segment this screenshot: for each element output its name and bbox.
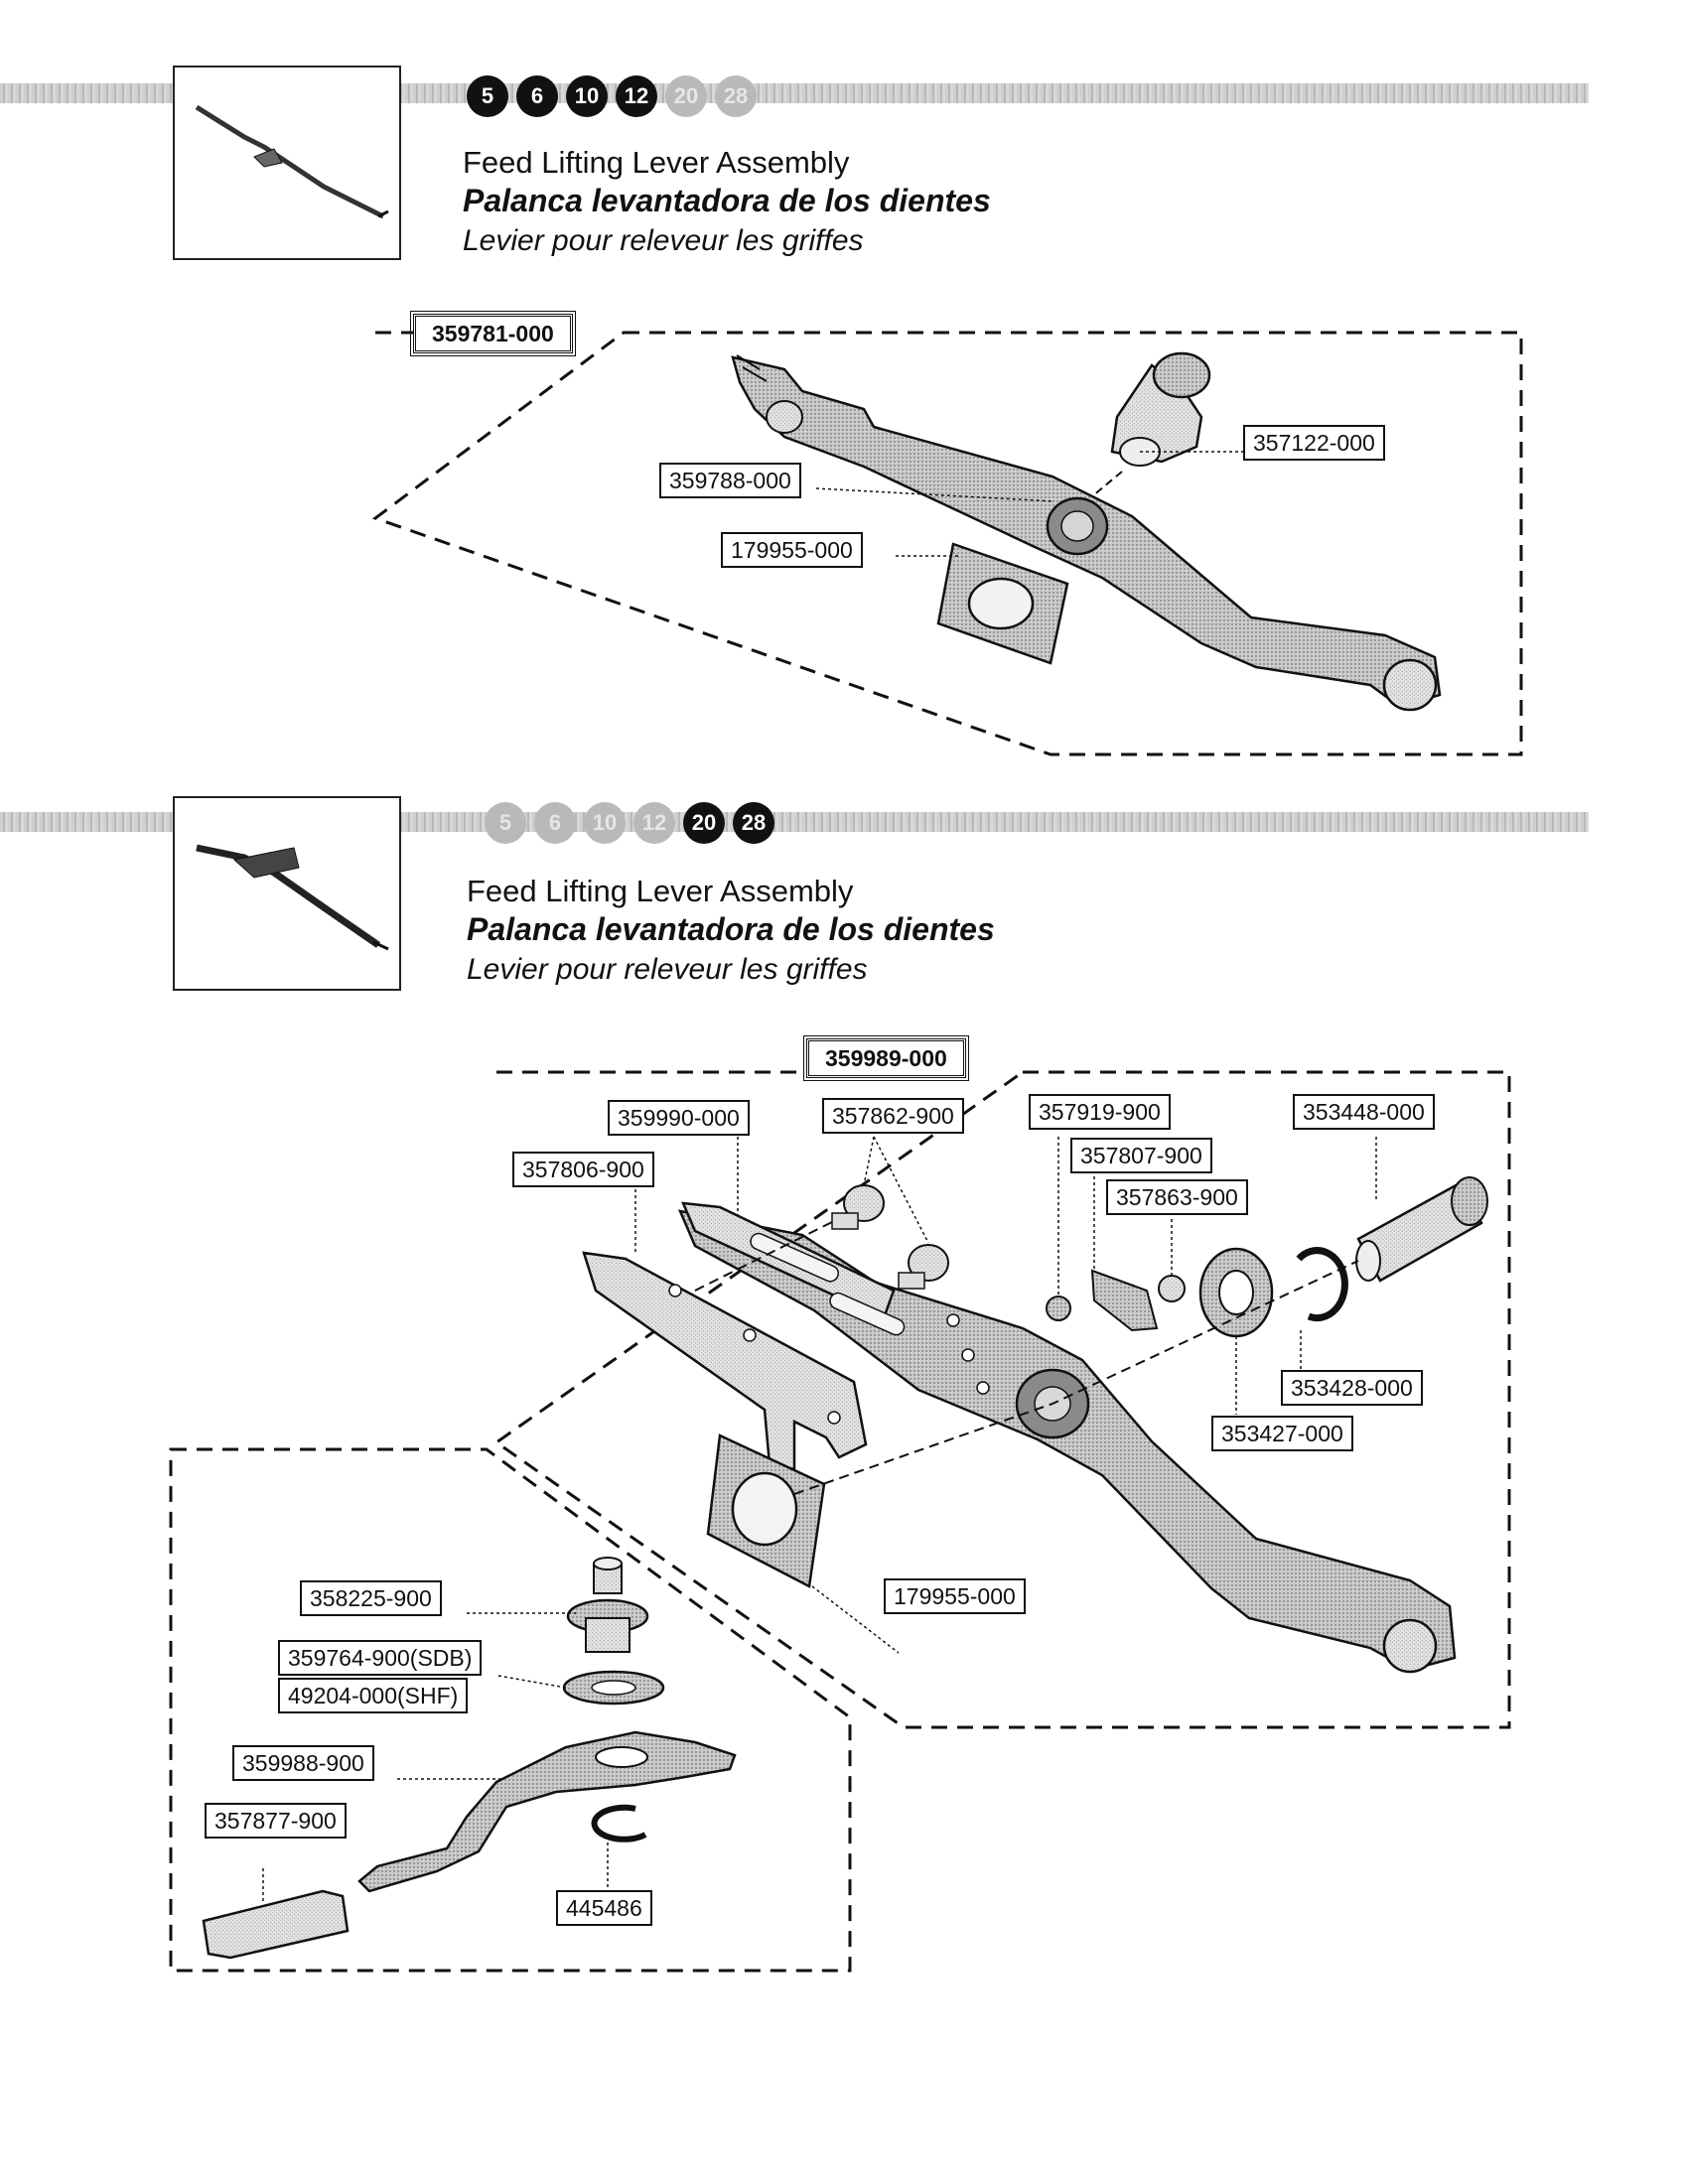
part-number-445486[interactable]: 445486 — [556, 1890, 652, 1926]
section1-model-badge-20: 20 — [665, 75, 707, 117]
part-number-353427[interactable]: 353427-000 — [1211, 1416, 1353, 1451]
leader-lines-1 — [815, 451, 1253, 557]
lever-359988 — [357, 1730, 737, 1893]
leader-lines-2 — [634, 1136, 1377, 1654]
assembly-outline-1 — [371, 331, 1523, 756]
sub-assembly-outline — [169, 1447, 852, 1973]
square-plate-1 — [936, 542, 1069, 665]
thumbnail-1 — [173, 66, 401, 260]
e-ring-353428 — [1296, 1247, 1348, 1322]
e-ring-445486 — [591, 1804, 647, 1843]
section2-model-badge-5: 5 — [485, 802, 526, 844]
part-number-359988[interactable]: 359988-900 — [232, 1745, 374, 1781]
part-number-357877[interactable]: 357877-900 — [205, 1803, 347, 1839]
title-english-2: Feed Lifting Lever Assembly — [467, 874, 854, 908]
section2-model-badge-6: 6 — [534, 802, 576, 844]
assembly-part-number-2[interactable]: 359989-000 — [803, 1035, 969, 1081]
part-number-49204[interactable]: 49204-000(SHF) — [278, 1678, 469, 1713]
title-english-1: Feed Lifting Lever Assembly — [463, 145, 850, 180]
slotted-plate-359990 — [681, 1201, 906, 1336]
part-number-357806[interactable]: 357806-900 — [512, 1152, 654, 1187]
section2-model-badge-28: 28 — [733, 802, 774, 844]
nut-357863 — [1158, 1275, 1186, 1302]
thumbnail-image-1 — [195, 104, 389, 219]
part-number-359788[interactable]: 359788-000 — [659, 463, 801, 498]
part-number-359764[interactable]: 359764-900(SDB) — [278, 1640, 483, 1676]
title-french-1: Levier pour releveur les griffes — [463, 224, 864, 257]
part-number-179955-1[interactable]: 179955-000 — [721, 532, 863, 568]
part-number-353428[interactable]: 353428-000 — [1281, 1370, 1423, 1406]
title-french-2: Levier pour releveur les griffes — [467, 953, 868, 986]
section1-model-badge-28: 28 — [715, 75, 757, 117]
thumbnail-image-2 — [196, 844, 389, 951]
title-spanish-1: Palanca levantadora de los dientes — [463, 183, 991, 218]
part-number-358225[interactable]: 358225-900 — [300, 1580, 442, 1616]
shoulder-pin-1 — [1091, 351, 1211, 497]
section1-model-badge-12: 12 — [616, 75, 657, 117]
thumbnail-2 — [173, 796, 401, 991]
section1-model-badge-6: 6 — [516, 75, 558, 117]
part-number-353448[interactable]: 353448-000 — [1293, 1094, 1435, 1130]
part-number-357122[interactable]: 357122-000 — [1243, 425, 1385, 461]
feed-plate-357806 — [582, 1251, 868, 1471]
part-number-357862[interactable]: 357862-900 — [822, 1098, 964, 1134]
square-plate-2 — [706, 1433, 826, 1588]
part-number-357863[interactable]: 357863-900 — [1106, 1179, 1248, 1215]
assembly-part-number-1[interactable]: 359781-000 — [410, 311, 576, 356]
screws-357862 — [831, 1184, 949, 1290]
title-spanish-2: Palanca levantadora de los dientes — [467, 911, 995, 947]
part-number-359990[interactable]: 359990-000 — [608, 1100, 750, 1136]
washer-359764 — [562, 1670, 665, 1706]
section1-model-badge-10: 10 — [566, 75, 608, 117]
section2-model-badge-20: 20 — [683, 802, 725, 844]
assembly-axes-2 — [694, 1220, 1359, 1495]
feed-lifting-lever-1 — [731, 354, 1442, 712]
section2-model-badge-10: 10 — [584, 802, 626, 844]
felt-357877 — [202, 1889, 350, 1960]
section2-model-badge-12: 12 — [633, 802, 675, 844]
part-number-357919[interactable]: 357919-900 — [1029, 1094, 1171, 1130]
steel-ball — [1046, 1296, 1071, 1321]
stud-358225 — [566, 1557, 649, 1653]
washer-353427 — [1198, 1247, 1274, 1338]
shoulder-pin-353448 — [1355, 1176, 1488, 1283]
spring-plate-357807 — [1090, 1269, 1159, 1332]
assembly-outline-2 — [493, 1070, 1511, 1729]
part-number-357807[interactable]: 357807-900 — [1070, 1138, 1212, 1173]
part-number-179955-2[interactable]: 179955-000 — [884, 1578, 1026, 1614]
section1-model-badge-5: 5 — [467, 75, 508, 117]
